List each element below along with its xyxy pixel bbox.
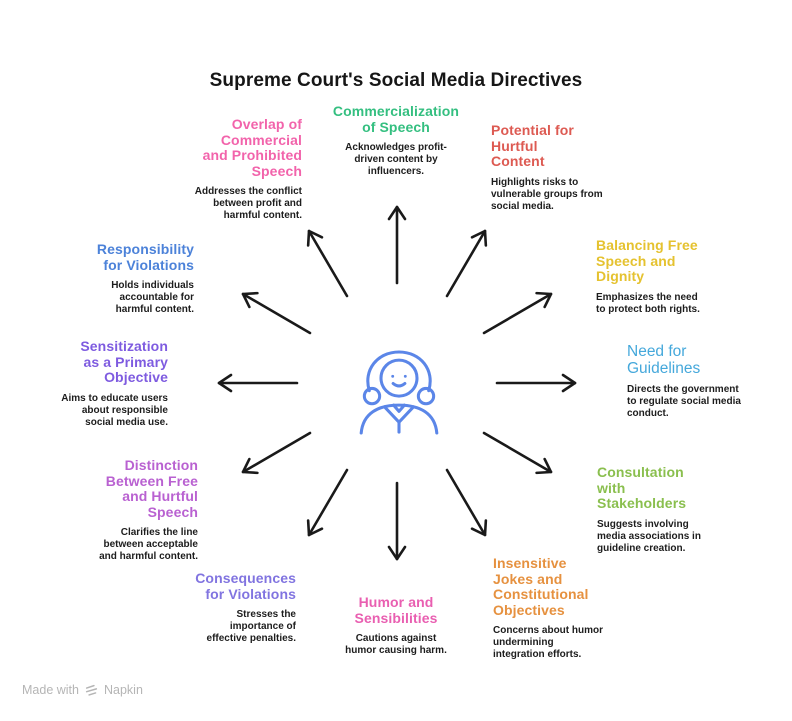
arrow-south-south-west bbox=[306, 468, 349, 537]
topic-description: Suggests involving media associations in… bbox=[597, 518, 701, 554]
topic-heading: Consequences for Violations bbox=[195, 570, 296, 602]
topic-heading: Distinction Between Free and Hurtful Spe… bbox=[105, 457, 198, 520]
topic-heading: Humor and Sensibilities bbox=[354, 594, 438, 626]
topic-consequences-for-violations: Consequences for Violations Stresses the… bbox=[116, 570, 296, 646]
topic-description: Addresses the conflict between profit an… bbox=[194, 186, 302, 222]
topic-responsibility-for-violations: Responsibility for Violations Holds indi… bbox=[24, 241, 194, 317]
topic-description: Acknowledges profit- driven content by i… bbox=[345, 142, 447, 178]
topic-balancing-free-speech-and-dignity: Balancing Free Speech and Dignity Emphas… bbox=[596, 237, 766, 316]
arrow-east-south-east bbox=[482, 431, 553, 475]
topic-heading: Consultation with Stakeholders bbox=[597, 464, 687, 511]
judge-icon bbox=[359, 350, 439, 435]
topic-heading: Insensitive Jokes and Constitutional Obj… bbox=[493, 555, 589, 618]
topic-insensitive-jokes-and-constitutional-objectives: Insensitive Jokes and Constitutional Obj… bbox=[493, 555, 663, 662]
topic-potential-for-hurtful-content: Potential for Hurtful Content Highlights… bbox=[491, 122, 651, 213]
diagram-title: Supreme Court's Social Media Directives bbox=[209, 70, 583, 91]
topic-heading: Overlap of Commercial and Prohibited Spe… bbox=[202, 116, 302, 179]
napkin-logo-icon bbox=[85, 684, 98, 696]
arrow-south-south-east bbox=[445, 468, 488, 537]
topic-description: Directs the government to regulate socia… bbox=[627, 384, 741, 420]
credit-brand: Napkin bbox=[103, 683, 143, 697]
topic-heading: Sensitization as a Primary Objective bbox=[80, 338, 168, 385]
credit-text: Made with bbox=[22, 683, 79, 697]
topic-humor-and-sensibilities: Humor and Sensibilities Cautions against… bbox=[306, 594, 486, 657]
topic-heading: Potential for Hurtful Content bbox=[491, 122, 574, 169]
topic-description: Emphasizes the need to protect both righ… bbox=[596, 291, 700, 315]
topic-heading: Responsibility for Violations bbox=[96, 241, 194, 273]
topic-description: Aims to educate users about responsible … bbox=[61, 392, 168, 428]
topic-description: Clarifies the line between acceptable an… bbox=[99, 527, 198, 563]
arrow-west-south-west bbox=[241, 431, 312, 475]
topic-description: Concerns about humor undermining integra… bbox=[493, 625, 604, 661]
topic-heading: Balancing Free Speech and Dignity bbox=[596, 237, 698, 284]
arrow-east-north-east bbox=[482, 291, 553, 335]
topic-heading: Need for Guidelines bbox=[627, 343, 701, 377]
topic-sensitization-as-a-primary-objective: Sensitization as a Primary Objective Aim… bbox=[0, 338, 168, 429]
topic-commercialization-of-speech: Commercialization of Speech Acknowledges… bbox=[301, 103, 491, 179]
topic-distinction-between-free-and-hurtful-speech: Distinction Between Free and Hurtful Spe… bbox=[28, 457, 198, 564]
arrow-north-north-west bbox=[306, 229, 349, 298]
arrow-north-north-east bbox=[445, 229, 488, 298]
topic-description: Cautions against humor causing harm. bbox=[345, 633, 447, 657]
topic-overlap-of-commercial-and-prohibited-speech: Overlap of Commercial and Prohibited Spe… bbox=[127, 116, 302, 223]
topic-description: Holds individuals accountable for harmfu… bbox=[111, 280, 194, 316]
topic-need-for-guidelines: Need for Guidelines Directs the governme… bbox=[627, 343, 792, 421]
topic-description: Stresses the importance of effective pen… bbox=[206, 609, 296, 645]
topic-heading: Commercialization of Speech bbox=[332, 103, 460, 135]
napkin-credit: Made with Napkin bbox=[22, 683, 143, 697]
arrow-west-north-west bbox=[241, 291, 312, 335]
topic-consultation-with-stakeholders: Consultation with Stakeholders Suggests … bbox=[597, 464, 772, 555]
topic-description: Highlights risks to vulnerable groups fr… bbox=[491, 176, 603, 212]
